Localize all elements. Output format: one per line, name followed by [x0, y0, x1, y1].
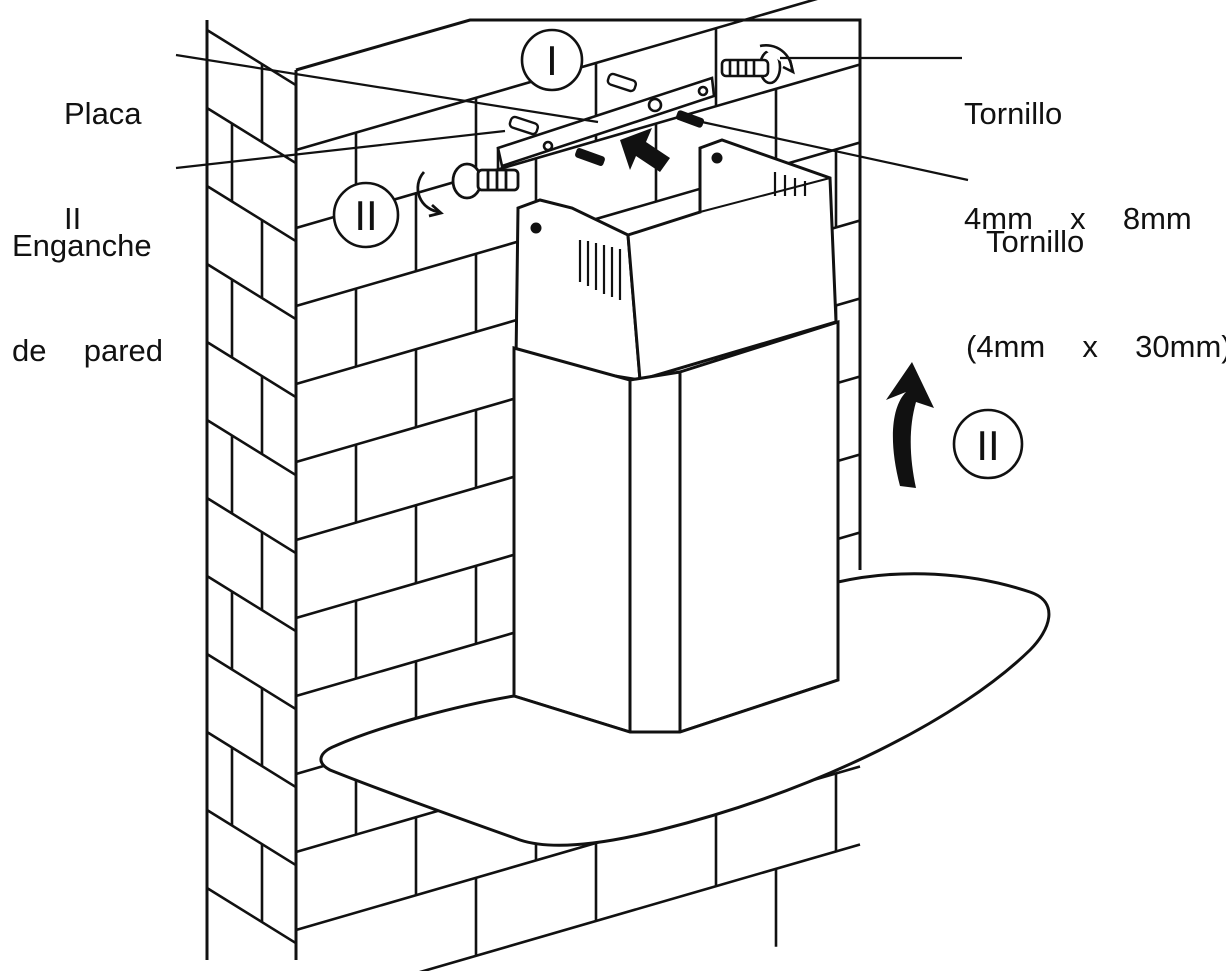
label-placa-line2: II	[64, 201, 82, 236]
label-tornillo-30mm-line2: (4mm x 30mm)	[966, 329, 1226, 364]
screw-8mm	[720, 44, 795, 85]
hood-canopy	[319, 572, 1051, 847]
leader-placa	[175, 53, 599, 124]
brick-line	[206, 886, 297, 945]
wall-bracket-plate	[496, 76, 716, 192]
step-marker-left-text: II	[354, 192, 377, 239]
brick-line	[206, 262, 297, 321]
wall-plug-2	[508, 115, 540, 136]
brick-line	[206, 652, 297, 711]
label-tornillo-30mm-line1: Tornillo	[986, 224, 1085, 259]
brick-line	[206, 28, 297, 87]
wall-side-face	[205, 20, 298, 960]
leader-tornillo-30mm	[701, 120, 969, 182]
label-placa-line1: Placa	[64, 96, 142, 131]
screw-30mm-upper	[675, 110, 705, 128]
step-marker-top-text: I	[546, 37, 558, 84]
lift-arrow-icon	[886, 362, 934, 488]
brick-line	[206, 496, 297, 555]
screw-30mm-lower	[575, 148, 605, 166]
brick-line	[206, 574, 297, 633]
chimney-upper-section	[514, 138, 838, 382]
step-marker-right: II	[952, 408, 1024, 480]
label-tornillo-8mm-line1: Tornillo	[964, 96, 1063, 131]
brick-line	[418, 843, 861, 971]
brick-line	[206, 730, 297, 789]
label-enganche-line1: Enganche	[12, 228, 152, 263]
brick-line	[206, 106, 297, 165]
step-marker-right-text: II	[976, 422, 999, 469]
brick-line	[206, 418, 297, 477]
brick-line	[206, 184, 297, 243]
step-marker-left: II	[332, 181, 400, 249]
label-tornillo-8mm-line2: 4mm x 8mm	[964, 201, 1192, 236]
leader-enganche	[175, 129, 506, 170]
insert-arrow-icon	[620, 128, 670, 172]
label-placa: Placa II	[64, 26, 142, 271]
label-enganche-line2: de pared	[12, 333, 163, 368]
step-marker-top: I	[520, 28, 584, 92]
brick-line	[206, 340, 297, 399]
label-tornillo-8mm: Tornillo 4mm x 8mm	[964, 26, 1192, 271]
wall-plug-1	[606, 72, 638, 93]
screw-enganche	[416, 162, 520, 218]
label-tornillo-30mm: Tornillo (4mm x 30mm)	[966, 154, 1226, 399]
label-enganche: Enganche de pared	[12, 158, 163, 403]
leader-lines	[175, 53, 969, 182]
brick-line	[206, 808, 297, 867]
chimney-lower-section	[512, 319, 840, 735]
